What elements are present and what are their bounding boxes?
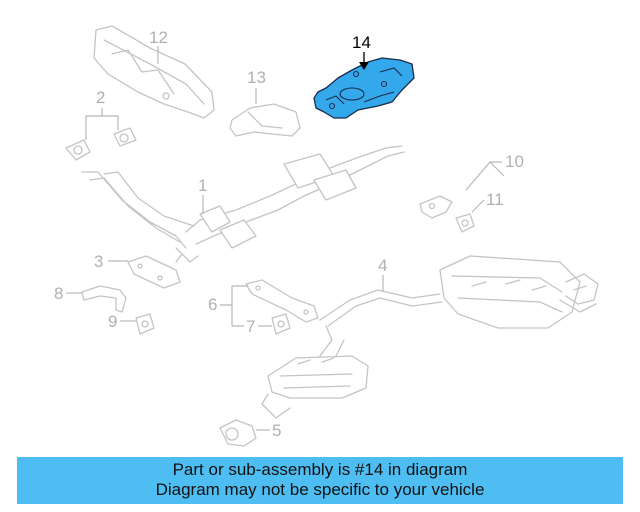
caption-line-1: Part or sub-assembly is #14 in diagram bbox=[172, 460, 468, 479]
part-5-clamp[interactable] bbox=[219, 419, 257, 447]
part-10-bracket[interactable] bbox=[419, 195, 453, 219]
center-muffler[interactable] bbox=[261, 325, 369, 419]
exhaust-parts-diagram: 12 13 2 1 14 bbox=[54, 25, 599, 447]
leader-10 bbox=[465, 161, 505, 191]
part-1-front-pipe[interactable] bbox=[81, 145, 405, 263]
callout-11: 11 bbox=[486, 190, 504, 209]
leader-11 bbox=[471, 199, 485, 213]
part-4-rear-muffler[interactable] bbox=[319, 255, 599, 329]
callout-4: 4 bbox=[378, 256, 387, 275]
callout-2: 2 bbox=[96, 88, 105, 107]
callout-1: 1 bbox=[198, 176, 207, 195]
caption-line-2: Diagram may not be specific to your vehi… bbox=[155, 480, 485, 499]
part-14-heat-shield[interactable] bbox=[313, 57, 415, 119]
part-8-bracket[interactable] bbox=[81, 285, 127, 313]
callout-8: 8 bbox=[54, 284, 63, 303]
callout-5: 5 bbox=[272, 421, 281, 440]
part-9-hanger[interactable] bbox=[135, 313, 155, 335]
part-6-bracket[interactable] bbox=[245, 279, 319, 323]
part-13-heat-shield[interactable] bbox=[229, 103, 301, 137]
leader-2 bbox=[85, 108, 119, 140]
callout-7: 7 bbox=[246, 317, 255, 336]
leader-14-arrow bbox=[359, 62, 369, 70]
part-12-heat-shield[interactable] bbox=[93, 25, 215, 119]
callout-13: 13 bbox=[247, 68, 266, 87]
part-3-clamp[interactable] bbox=[127, 255, 181, 289]
callout-9: 9 bbox=[108, 312, 117, 331]
leader-6 bbox=[220, 285, 248, 327]
part-7-hanger[interactable] bbox=[271, 313, 291, 335]
callout-14: 14 bbox=[352, 33, 371, 52]
part-11-hanger[interactable] bbox=[455, 213, 475, 233]
part-2-gaskets[interactable] bbox=[65, 127, 137, 161]
callout-10: 10 bbox=[505, 152, 524, 171]
callout-12: 12 bbox=[149, 28, 168, 47]
callout-6: 6 bbox=[208, 295, 217, 314]
part-info-banner: Part or sub-assembly is #14 in diagram D… bbox=[17, 457, 623, 504]
callout-3: 3 bbox=[94, 252, 103, 271]
